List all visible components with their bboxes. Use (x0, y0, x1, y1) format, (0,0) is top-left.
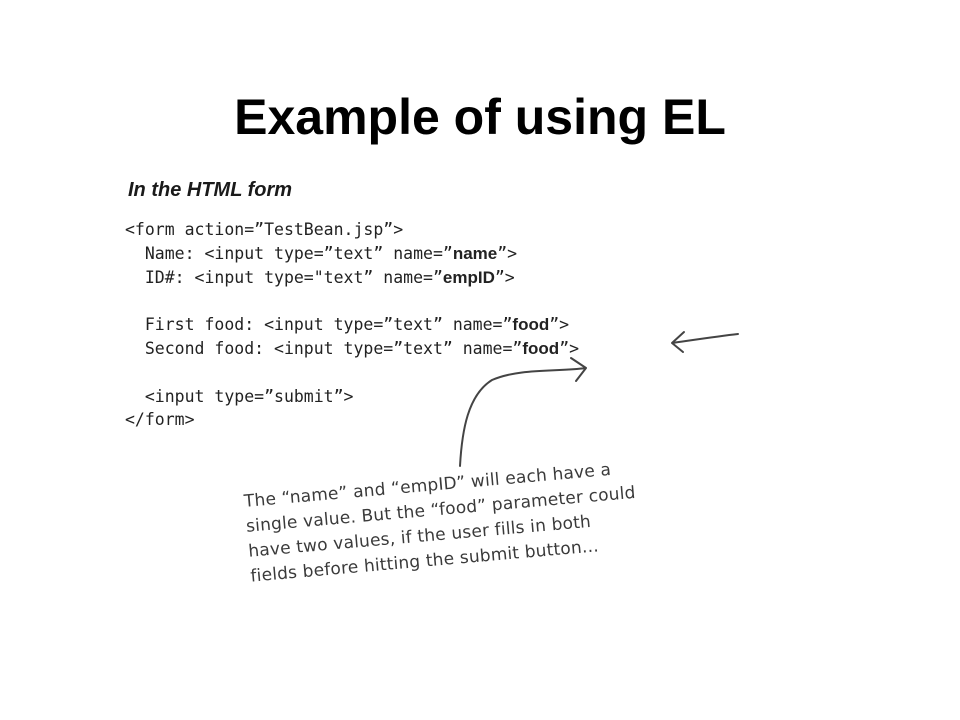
code-line: Name: <input type=”text” name=”name”> (125, 242, 579, 266)
code-segment: <input type=”submit”> (125, 386, 354, 406)
code-param-name: empID (442, 267, 495, 287)
code-segment: Second food: <input type=”text” name=” (125, 338, 523, 358)
code-line: <form action=”TestBean.jsp”> (125, 218, 579, 242)
code-segment: ”> (494, 267, 515, 287)
code-param-name: food (522, 338, 560, 358)
code-segment: <form action=”TestBean.jsp”> (125, 220, 404, 239)
code-line: <input type=”submit”> (125, 385, 579, 409)
code-segment: </form> (125, 410, 195, 430)
code-line (125, 361, 579, 385)
code-line: First food: <input type=”text” name=”foo… (125, 313, 579, 337)
code-line: Second food: <input type=”text” name=”fo… (125, 337, 579, 361)
code-segment: ID#: <input type="text” name=” (125, 267, 443, 287)
code-segment: First food: <input type=”text” name=” (125, 315, 513, 335)
html-form-code: <form action=”TestBean.jsp”> Name: <inpu… (125, 218, 579, 432)
code-segment: ”> (559, 338, 580, 358)
code-param-name: name (452, 243, 498, 263)
code-line: ID#: <input type="text” name=”empID”> (125, 266, 579, 290)
code-segment: ”> (497, 243, 518, 263)
code-segment: ”> (549, 315, 570, 335)
code-param-name: food (512, 315, 550, 335)
slide-title: Example of using EL (234, 88, 726, 145)
left-pointer-arrow-icon (671, 331, 739, 353)
code-line: </form> (125, 408, 579, 432)
figure-heading: In the HTML form (128, 179, 293, 201)
code-line (125, 289, 579, 313)
code-segment: Name: <input type=”text” name=” (125, 243, 453, 263)
